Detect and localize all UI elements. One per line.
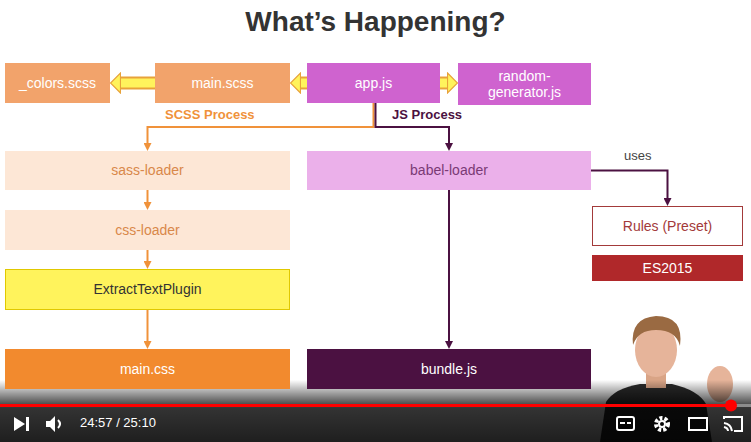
player-shade — [0, 380, 751, 442]
next-icon — [14, 417, 25, 431]
progress-bar — [0, 404, 731, 407]
theater-icon — [689, 418, 707, 430]
process-connector — [147, 190, 148, 202]
box-label: _colors.scss — [19, 75, 96, 91]
box-label: ES2015 — [643, 260, 693, 276]
connector-line — [121, 79, 155, 88]
edge-label: SCSS Process — [163, 108, 257, 123]
box-label: main.scss — [191, 75, 253, 91]
volume-icon — [46, 416, 55, 432]
file-box: main.scss — [155, 63, 290, 103]
progress-track — [0, 404, 751, 407]
loader-box: babel-loader — [307, 151, 591, 190]
process-connector — [148, 103, 374, 143]
progress-scrubber — [725, 400, 737, 412]
file-box: _colors.scss — [5, 63, 110, 103]
process-connector — [147, 310, 148, 341]
process-connector — [449, 190, 450, 341]
video-time: 24:57 / 25:10 — [80, 416, 156, 431]
connector-line — [147, 250, 149, 261]
box-label: main.css — [120, 361, 175, 377]
rules-box: Rules (Preset) — [592, 206, 743, 246]
connector-line — [440, 79, 447, 88]
edge-label: uses — [622, 149, 653, 164]
output-box: bundle.js — [307, 349, 591, 389]
presenter-hair — [633, 316, 681, 346]
connector-line — [591, 171, 668, 199]
connector-line — [147, 310, 149, 341]
subtitles-icon — [617, 417, 634, 430]
preset-box: ES2015 — [592, 255, 743, 281]
connector-line — [448, 190, 450, 341]
file-box: app.js — [307, 63, 440, 103]
settings-hub — [659, 421, 665, 427]
box-label: random-generator.js — [467, 68, 582, 100]
next-icon-bar — [26, 417, 29, 431]
connector-line — [148, 103, 374, 143]
subtitles-line — [620, 422, 625, 424]
process-connector — [591, 171, 668, 199]
diagram-title: What’s Happening? — [0, 6, 751, 38]
box-label: app.js — [355, 75, 392, 91]
cast-icon — [724, 417, 742, 431]
player-controls — [14, 416, 742, 432]
import-arrow — [440, 83, 447, 84]
box-label: css-loader — [115, 222, 180, 238]
box-label: sass-loader — [111, 162, 183, 178]
process-connector — [147, 250, 148, 261]
arrow-outline — [121, 77, 155, 90]
box-label: ExtractTextPlugin — [93, 281, 201, 297]
box-label: bundle.js — [421, 361, 477, 377]
box-label: babel-loader — [410, 162, 488, 178]
connector-line — [147, 190, 149, 202]
output-box: main.css — [5, 349, 290, 389]
loader-box: css-loader — [5, 210, 290, 250]
import-arrow — [121, 83, 155, 84]
file-box: random-generator.js — [458, 63, 591, 105]
cast-waves — [724, 423, 732, 431]
loader-box: sass-loader — [5, 151, 290, 190]
subtitles-line — [627, 422, 631, 424]
box-label: Rules (Preset) — [623, 218, 712, 234]
arrow-outline — [440, 77, 447, 90]
volume-wave — [58, 420, 60, 428]
settings-icon — [656, 418, 668, 430]
plugin-box: ExtractTextPlugin — [5, 269, 290, 310]
edge-label: JS Process — [390, 108, 464, 123]
